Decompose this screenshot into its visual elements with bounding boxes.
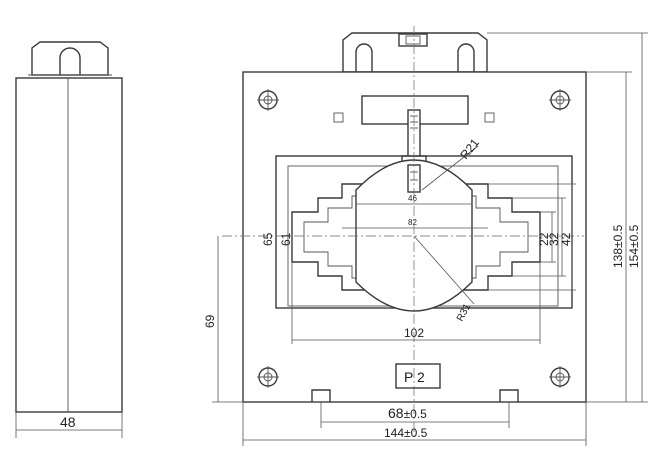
dimension-68-tolerance: ±0.5 [404,407,428,421]
dimension-42-label: 42 [559,232,573,246]
stepped-window-inner [303,195,529,279]
mounting-foot-left [311,389,331,402]
dimension-32-label: 32 [547,232,561,246]
front-view: 46 82 R21 R31 65 61 69 102 22 32 [203,26,648,446]
screw-bottom-right [549,366,571,388]
marker-right [484,112,495,123]
terminal-slot-right [457,43,475,72]
side-view-body [15,77,123,413]
dimension-154-label: 154±0.5 [627,224,641,268]
side-view-width-label: 48 [60,414,76,430]
dimension-68-label: 68±0.5 [388,405,427,421]
screw-top-right [549,89,571,111]
dimension-144-label: 144±0.5 [384,426,428,440]
side-view-terminal-cap [31,41,109,76]
dimension-69-label: 69 [203,314,217,328]
marker-left [333,112,344,123]
mounting-foot-right [499,389,519,402]
screw-top-left [257,89,279,111]
core-aperture [355,159,473,312]
dimension-46-label: 46 [408,194,417,203]
top-terminal-block [342,32,488,73]
dimension-138-label: 138±0.5 [611,224,625,268]
dimension-61-label: 61 [279,232,293,246]
dimension-82-label: 82 [408,218,417,227]
dimension-102-label: 102 [404,326,424,340]
terminal-label-box [395,363,441,389]
terminal-label: P 2 [404,369,425,385]
dimension-22-label: 22 [537,232,551,246]
side-view: 48 [15,41,123,438]
terminal-clamp [398,33,428,47]
radius-top-leader [421,145,479,191]
dimension-65-label: 65 [261,232,275,246]
terminal-slot-left [355,43,373,72]
dimension-68-value: 68 [388,405,404,421]
terminal-clamp-inner [405,35,421,45]
radius-bottom-leader [413,235,475,305]
side-view-cap-slot [59,47,81,75]
screw-bottom-left [257,366,279,388]
